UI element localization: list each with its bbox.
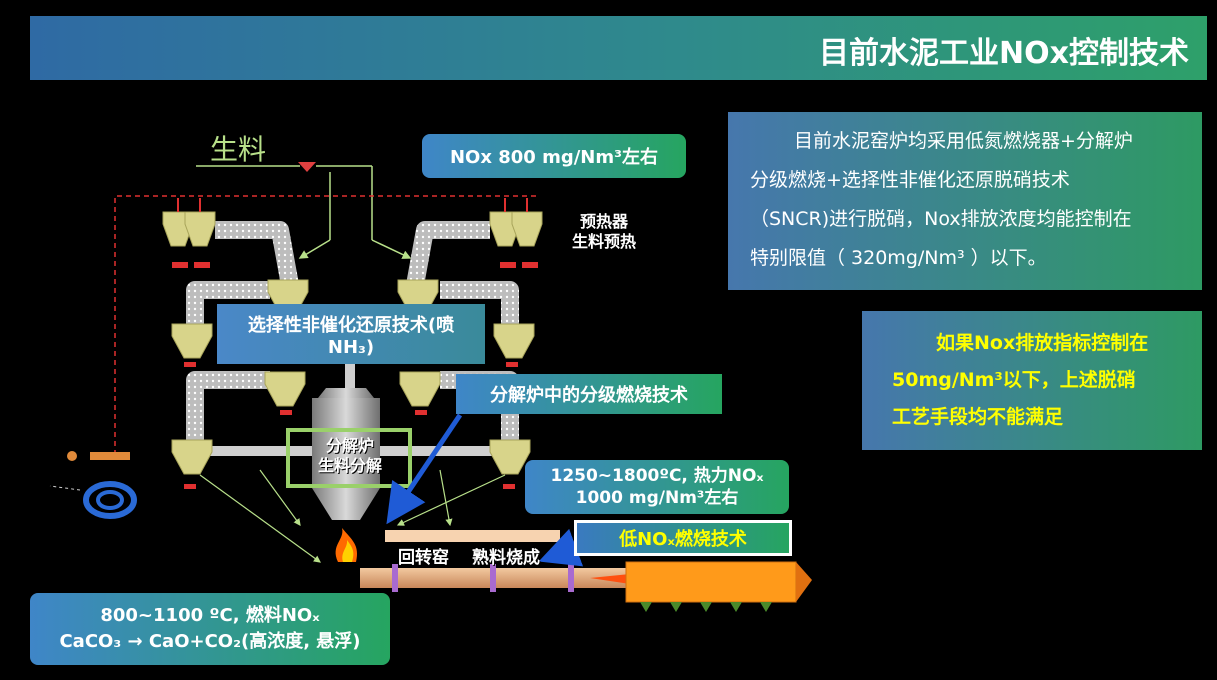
thermal-nox-line2: 1000 mg/Nm³左右 bbox=[575, 488, 739, 508]
warning-line-3: 工艺手段均不能满足 bbox=[892, 406, 1064, 428]
info-line-2: 分级燃烧+选择性非催化还原脱硝技术 bbox=[750, 169, 1070, 191]
info-line-3: （SNCR)进行脱硝，Nox排放浓度均能控制在 bbox=[750, 208, 1132, 230]
warning-line-2: 50mg/Nm³以下，上述脱硝 bbox=[892, 369, 1136, 391]
info-line-4: 特别限值（ 320mg/Nm³ ）以下。 bbox=[750, 247, 1047, 269]
warning-box: 如果Nox排放指标控制在 50mg/Nm³以下，上述脱硝 工艺手段均不能满足 bbox=[862, 311, 1202, 450]
duct-right-mid bbox=[440, 281, 519, 330]
calciner-label-line1: 分解炉 bbox=[325, 436, 374, 455]
feed-valve bbox=[298, 162, 316, 172]
clinker-cooler bbox=[625, 561, 797, 603]
page-title: 目前水泥工业NOx控制技术 bbox=[819, 36, 1189, 71]
sncr-callout: 选择性非催化还原技术(喷 NH₃) bbox=[217, 304, 485, 364]
preheater-label-line2: 生料预热 bbox=[572, 232, 637, 251]
duct-left-top bbox=[215, 221, 299, 287]
staged-callout: 分解炉中的分级燃烧技术 bbox=[456, 374, 722, 414]
duct-right-top bbox=[406, 221, 490, 287]
sncr-callout-line1: 选择性非催化还原技术(喷 bbox=[247, 314, 455, 336]
warning-line-1: 如果Nox排放指标控制在 bbox=[936, 332, 1149, 354]
fuel-nox-line1: 800~1100 ºC, 燃料NOₓ bbox=[100, 605, 320, 626]
kiln-label: 回转窑 bbox=[398, 548, 449, 568]
staged-arrow bbox=[386, 413, 463, 525]
fan-icon bbox=[83, 481, 137, 519]
calciner-highlight bbox=[286, 428, 412, 488]
title-bar bbox=[30, 16, 1207, 80]
calciner-label: 分解炉 生料分解 bbox=[310, 436, 390, 476]
calciner-body bbox=[312, 398, 380, 488]
clinker-label: 熟料烧成 bbox=[472, 548, 540, 568]
nox-top-callout: NOx 800 mg/Nm³左右 bbox=[422, 134, 686, 178]
info-line-1: 目前水泥窑炉均采用低氮燃烧器+分解炉 bbox=[794, 130, 1133, 152]
duct-left-low bbox=[186, 371, 270, 440]
info-box: 目前水泥窑炉均采用低氮燃烧器+分解炉 分级燃烧+选择性非催化还原脱硝技术 （SN… bbox=[728, 112, 1202, 290]
thermal-nox-line1: 1250~1800ºC, 热力NOₓ bbox=[550, 466, 764, 486]
raw-meal-label: 生料 bbox=[210, 133, 267, 166]
thermal-nox-callout: 1250~1800ºC, 热力NOₓ 1000 mg/Nm³左右 bbox=[525, 460, 789, 514]
duct-left-mid bbox=[186, 281, 270, 330]
cyclones bbox=[162, 211, 543, 475]
sncr-callout-line2: NH₃) bbox=[327, 336, 375, 358]
preheater-label: 预热器 生料预热 bbox=[572, 212, 636, 252]
fuel-nox-line2: CaCO₃ → CaO+CO₂(高浓度, 悬浮) bbox=[59, 631, 361, 652]
preheater-label-line1: 预热器 bbox=[580, 212, 629, 231]
low-nox-callout: 低NOₓ燃烧技术 bbox=[574, 520, 792, 556]
fuel-nox-callout: 800~1100 ºC, 燃料NOₓ CaCO₃ → CaO+CO₂(高浓度, … bbox=[30, 593, 390, 665]
kiln-hood bbox=[385, 530, 560, 542]
calciner-label-line2: 生料分解 bbox=[317, 456, 382, 475]
